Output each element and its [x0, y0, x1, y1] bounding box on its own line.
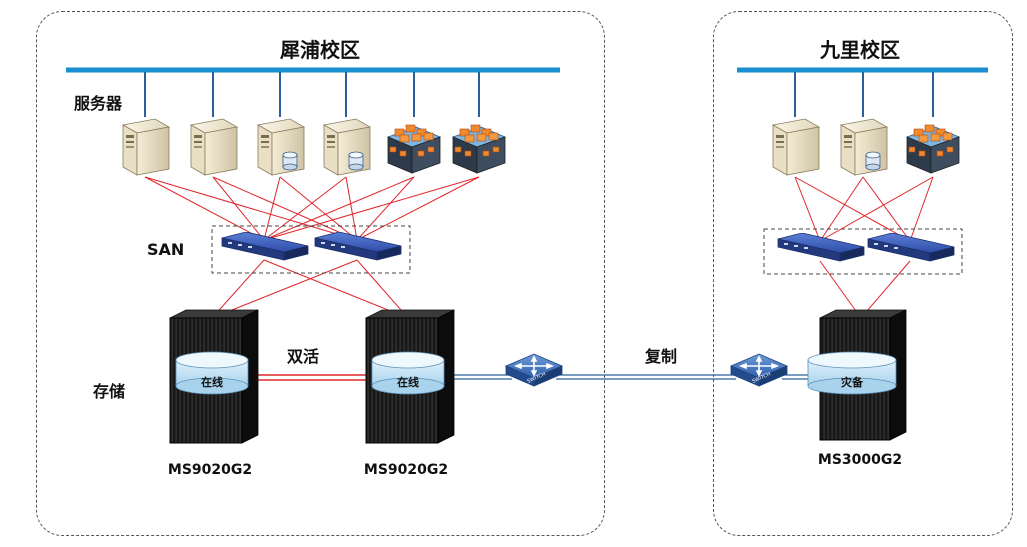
jiuli-fc-link-2-0 — [819, 176, 934, 242]
san-zone-box-right — [763, 228, 963, 275]
xipu-san-storage-link-2 — [263, 259, 409, 319]
xipu-fc-link-2-0 — [263, 176, 281, 241]
dr-disk-label: 灾备 — [841, 376, 863, 389]
xipu-fc-link-1-0 — [212, 176, 265, 241]
xipu-fc-link-4-1 — [356, 176, 415, 241]
xipu-san-storage-link-1 — [211, 259, 358, 319]
database-cylinder-bottom — [348, 163, 364, 171]
jiuli-fc-link-2-1 — [909, 176, 934, 242]
storage-disk-bottom — [807, 377, 897, 395]
jiuli-campus-boundary — [713, 11, 1013, 536]
storage-disk-top — [175, 351, 249, 369]
replication-label: 复制 — [645, 347, 678, 366]
jiuli-fc-link-1-1 — [862, 176, 911, 242]
storage-rack-side — [437, 309, 455, 444]
storage-disk-bottom — [175, 377, 249, 395]
san-zone-box-left — [211, 225, 411, 274]
storage-model-3: MS3000G2 — [817, 452, 903, 468]
storage-disk-top — [371, 351, 445, 369]
database-cylinder-bottom — [282, 163, 298, 171]
jiuli-san-storage-link-1 — [860, 260, 911, 319]
xipu-fc-link-0-1 — [144, 176, 358, 241]
servers-label: 服务器 — [74, 94, 123, 113]
xipu-fc-link-5-1 — [356, 176, 480, 241]
xipu-fc-link-4-0 — [263, 176, 415, 241]
storage-label: 存储 — [93, 382, 126, 401]
database-cylinder-top — [348, 151, 364, 159]
jiuli-campus-title: 九里校区 — [820, 38, 900, 62]
storage-rack-side — [889, 309, 907, 441]
storage-disk-bottom — [371, 377, 445, 395]
online-disk-label-2: 在线 — [397, 376, 419, 389]
storage-rack-side — [241, 309, 259, 444]
database-cylinder-top — [865, 151, 881, 159]
xipu-campus-boundary — [36, 11, 605, 536]
xipu-san-storage-link-3 — [356, 259, 409, 319]
active-active-label: 双活 — [287, 347, 320, 366]
xipu-campus-title: 犀浦校区 — [280, 38, 360, 62]
online-disk-label-1: 在线 — [201, 376, 223, 389]
jiuli-fc-link-0-0 — [794, 176, 821, 242]
storage-model-2: MS9020G2 — [363, 462, 449, 478]
xipu-san-storage-link-0 — [211, 259, 265, 319]
xipu-fc-link-1-1 — [212, 176, 358, 241]
xipu-fc-link-3-0 — [263, 176, 347, 241]
jiuli-san-storage-link-0 — [819, 260, 862, 319]
xipu-fc-link-3-1 — [345, 176, 358, 241]
xipu-fc-link-0-0 — [144, 176, 265, 241]
xipu-fc-link-5-0 — [263, 176, 480, 241]
storage-disk-top — [807, 351, 897, 369]
storage-model-1: MS9020G2 — [167, 462, 253, 478]
xipu-fc-link-2-1 — [279, 176, 358, 241]
jiuli-fc-link-1-0 — [819, 176, 864, 242]
san-label: SAN — [147, 240, 185, 259]
jiuli-fc-link-0-1 — [794, 176, 911, 242]
database-cylinder-top — [282, 151, 298, 159]
database-cylinder-bottom — [865, 163, 881, 171]
